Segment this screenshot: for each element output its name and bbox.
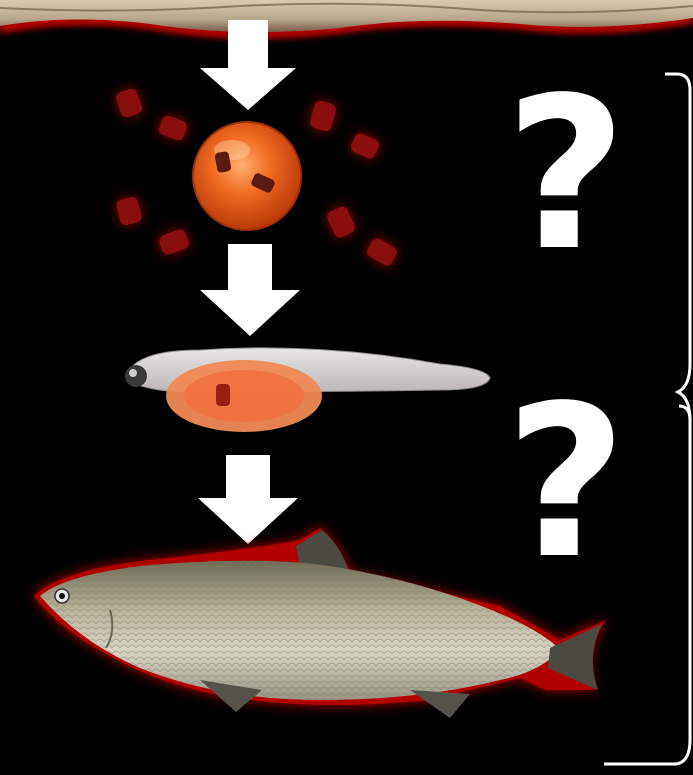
down-arrow-icon [200,244,300,336]
question-mark-upper: ? [505,70,627,280]
fish-egg-icon [193,122,301,230]
down-arrow-icon [198,455,298,544]
curly-brace-icon [665,74,690,420]
question-mark-lower: ? [505,378,627,588]
fish-larva-icon [125,348,490,432]
sediment-layer [0,0,693,39]
